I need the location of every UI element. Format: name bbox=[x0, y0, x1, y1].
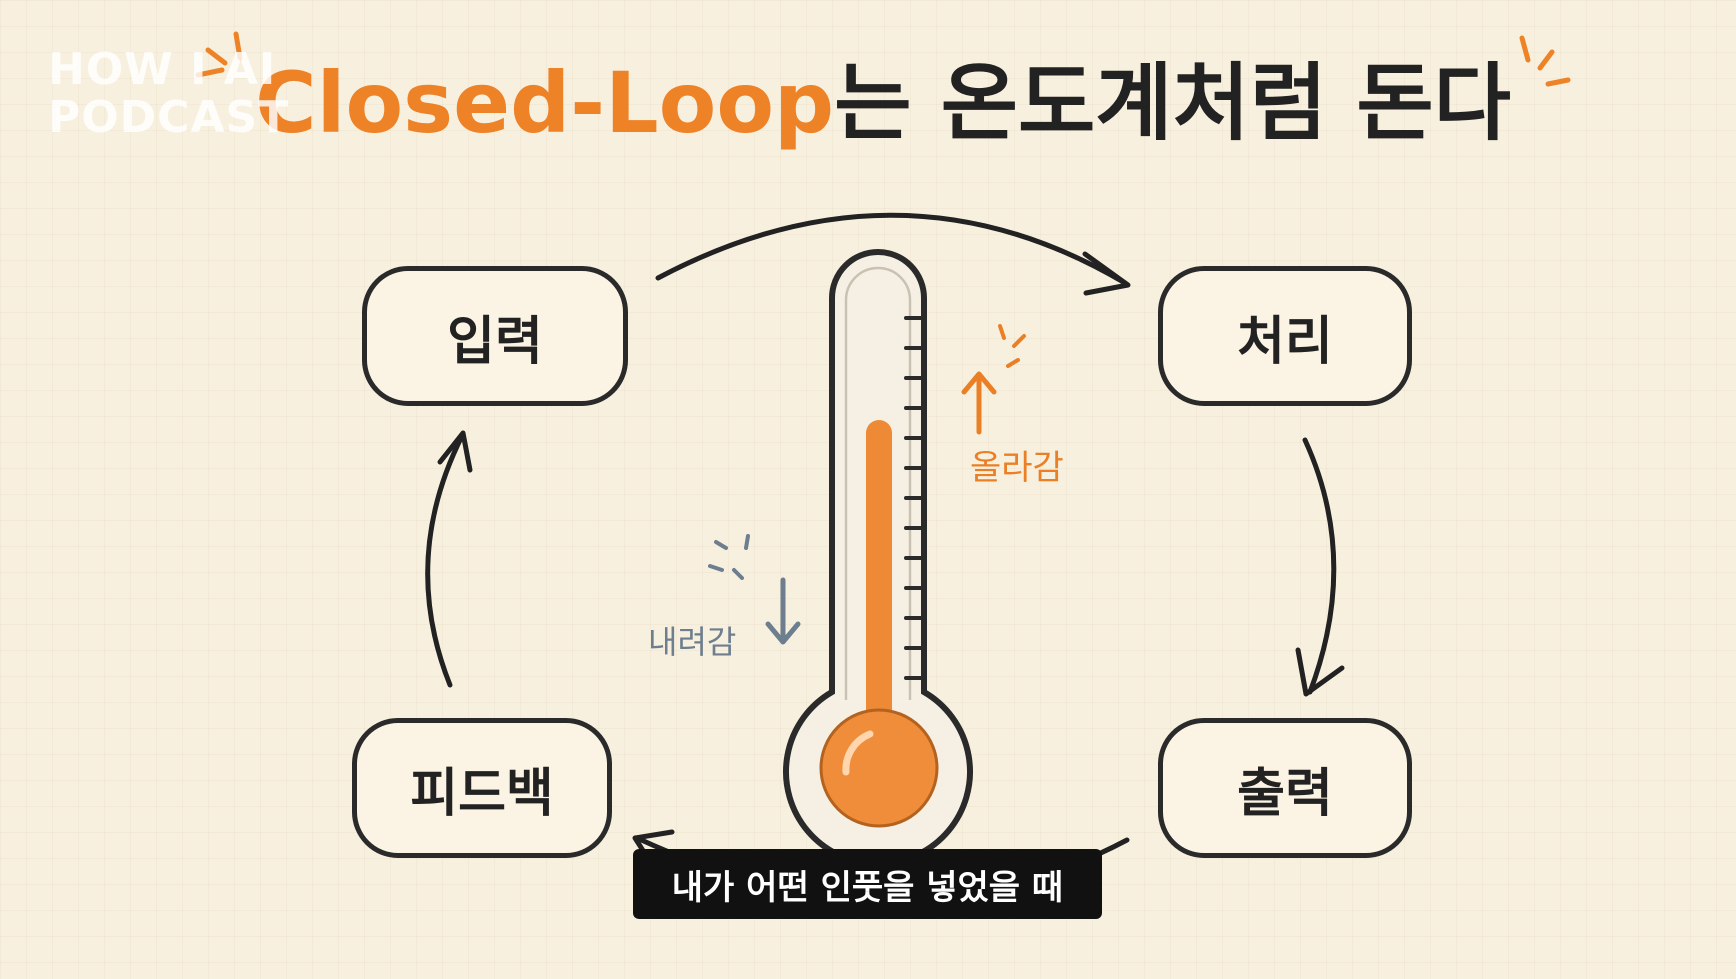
thermometer-mercury bbox=[866, 420, 892, 740]
arrow-input-to-process-head bbox=[1082, 251, 1131, 296]
node-process: 처리 bbox=[1158, 266, 1412, 406]
arrow-input-to-process bbox=[655, 212, 1128, 286]
podcast-watermark: HOW I AI PODCAST bbox=[48, 46, 289, 142]
video-subtitle: 내가 어떤 인풋을 넣었을 때 bbox=[633, 849, 1102, 919]
thermometer-bulb bbox=[819, 708, 939, 828]
thermometer-up-label: 올라감 bbox=[970, 448, 1064, 488]
node-input-label: 입력 bbox=[447, 311, 543, 372]
arrow-feedback-to-input-head bbox=[437, 430, 473, 473]
down-arrow-icon bbox=[765, 577, 801, 645]
node-output: 출력 bbox=[1158, 718, 1412, 858]
title-rest: 는 온도계처럼 돈다 bbox=[834, 54, 1511, 152]
thermometer-glass-inner bbox=[844, 266, 912, 700]
arrow-feedback-to-input bbox=[425, 433, 465, 688]
arrow-process-to-output-head bbox=[1295, 647, 1345, 697]
node-input: 입력 bbox=[362, 266, 628, 406]
title-sparkle-right-icon bbox=[1519, 35, 1571, 87]
node-output-label: 출력 bbox=[1237, 763, 1333, 824]
node-process-label: 처리 bbox=[1237, 311, 1333, 372]
thermometer-ticks bbox=[904, 316, 926, 680]
up-arrow-icon bbox=[961, 371, 997, 435]
down-sparkle-icon bbox=[708, 534, 750, 580]
thermometer-bulb-shine bbox=[842, 730, 874, 776]
thermometer-down-label: 내려감 bbox=[648, 623, 737, 661]
up-sparkle-icon bbox=[998, 324, 1026, 368]
node-feedback: 피드백 bbox=[352, 718, 612, 858]
watermark-line-1: HOW I AI bbox=[48, 44, 277, 95]
arrow-process-to-output bbox=[1302, 437, 1337, 695]
node-feedback-label: 피드백 bbox=[410, 763, 554, 824]
watermark-line-2: PODCAST bbox=[48, 92, 290, 143]
page-title: Closed-Loop는 온도계처럼 돈다 bbox=[255, 48, 1511, 158]
title-sparkle-left-icon bbox=[195, 31, 243, 78]
thermometer-icon bbox=[783, 249, 973, 867]
title-accent: Closed-Loop bbox=[255, 54, 835, 152]
